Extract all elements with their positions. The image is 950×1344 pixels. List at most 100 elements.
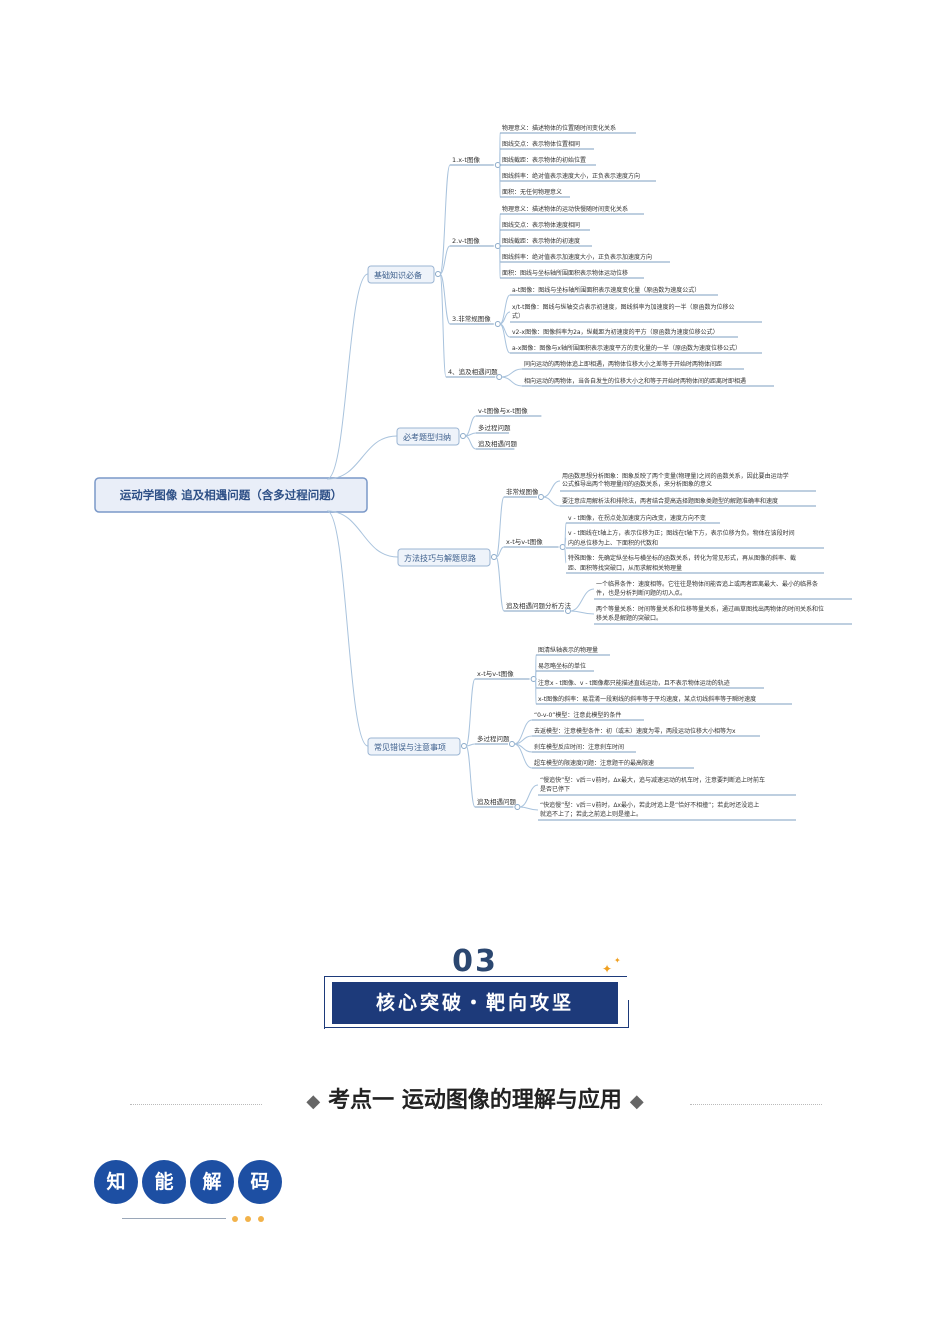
connector-line (513, 743, 533, 769)
collapse-dot (565, 608, 571, 614)
dot-icon (232, 1216, 238, 1222)
leaf-text: 物理意义：描述物体的运动快慢随时间变化关系 (502, 205, 628, 213)
collapse-dot (496, 374, 503, 380)
leaf-text: 用函数思想分析图象：图象反映了两个变量(物理量)之间的函数关系，因此要由运动学 (562, 472, 789, 480)
connector-line (499, 294, 511, 325)
dot-icon (245, 1216, 251, 1222)
leaf-text: 就追不上了；若此之前追上则是撞上。 (540, 810, 642, 818)
subtopic-label: x-t与v-t图像 (506, 537, 543, 546)
leaf-text: 内的总位移为上、下面积的代数和 (568, 539, 658, 547)
collapse-dot (460, 433, 466, 439)
leaf-text: 超车模型的限速度问题：注意题干的最高限速 (534, 759, 654, 767)
subtopic-label: 4、追及相遇问题 (448, 367, 498, 376)
connector-line (495, 496, 505, 558)
connector-line (542, 480, 561, 498)
connector-line (326, 273, 369, 480)
branch-node (396, 427, 460, 446)
collapse-dot (514, 804, 521, 810)
banner-frame-corner (324, 1000, 629, 1028)
subtopic-label: 追及相遇问题 (478, 439, 518, 448)
banner-frame (324, 976, 627, 1029)
collapse-dot (494, 321, 501, 327)
leaf-text: 距、面积等找突破口，从而求解相关物理量 (568, 564, 682, 572)
badge-ma: 码 (238, 1160, 282, 1204)
connector-line (439, 164, 451, 275)
leaf-text: 图线交点：表示物体位置相同 (502, 140, 580, 148)
leaf-text: “快追慢”型：v后＝v前时，Δx最小，若此时追上是“恰好不相撞”；若此时还没追上 (540, 801, 759, 809)
leaf-text: 是否已停下 (540, 785, 570, 793)
collapse-dot (435, 271, 441, 277)
root-node (94, 477, 368, 513)
connector-line (464, 435, 477, 450)
leaf-text: 物理意义：描述物体的位置随时间变化关系 (502, 124, 616, 132)
subtopic-label: 追及相遇问题 (477, 797, 517, 806)
leaf-text: 易忽略坐标的单位 (538, 662, 586, 670)
divider-left (130, 1104, 262, 1105)
subtopic-label: 追及相遇问题分析方法 (506, 601, 572, 610)
subtopic-label: x-t与v-t图像 (477, 669, 514, 678)
leaf-text: 件，也是分析判断问题的切入点。 (596, 589, 686, 597)
collapse-dot (538, 494, 544, 500)
section-number: 03 (452, 944, 498, 979)
leaf-text: 要注意应用解析法和排除法，两者结合提高选择题图象类题型的解题准确率和速度 (562, 497, 778, 505)
leaf-text: a-t图像：图线与坐标轴所围面积表示速度变化量（原函数为速度公式） (512, 286, 700, 294)
dot-icon (258, 1216, 264, 1222)
connector-line (542, 496, 561, 507)
branch-node (367, 265, 435, 284)
leaf-text: x/t-t图像：图线与纵轴交点表示初速度，图线斜率为加速度的一半（原函数为位移公 (512, 303, 734, 311)
leaf-text: 面积：无任何物理意义 (502, 188, 562, 196)
leaf-text: 公式推导出两个物理量间的函数关系，来分析图象的意义 (562, 480, 712, 488)
leaf-text: 图线斜率：绝对值表示加速度大小，正负表示加速度方向 (502, 253, 652, 261)
divider-right (690, 1104, 822, 1105)
connector-line (499, 311, 511, 325)
leaf-text: “0-v-0”模型：注意此模型的条件 (534, 711, 621, 719)
connector-line (465, 743, 476, 747)
leaf-text: 图线交点：表示物体速度相同 (502, 221, 580, 229)
sparkle-icon-small: ✦ (614, 956, 621, 965)
connector-line (569, 588, 595, 612)
leaf-text: 图线截距：表示物体的初始位置 (502, 156, 586, 164)
subtopic-label: 多过程问题 (477, 734, 510, 743)
kaodian-heading: ◆考点一 运动图像的理解与应用◆ (0, 1082, 950, 1114)
branch-label: 必考题型归纳 (403, 432, 451, 442)
connector-line (569, 610, 595, 615)
mindmap: 运动学图像 追及相遇问题（含多过程问题）基础知识必备1.x-t图像物理意义：描述… (94, 124, 852, 821)
connector-line (501, 368, 523, 378)
leaf-text: 一个临界条件：速度相等。它往往是物体间能否追上或两者距离最大、最小的临界条 (596, 580, 818, 588)
connector-line (501, 376, 523, 387)
branch-node (397, 548, 491, 567)
collapse-dot (491, 554, 497, 560)
connector-line (519, 784, 539, 808)
badge-neng: 能 (142, 1160, 186, 1204)
leaf-text: 去返模型：注意模型条件：初（或末）速度为零，两段运动位移大小相等为x (534, 727, 736, 735)
connector-line (564, 546, 567, 564)
connector-line (439, 273, 451, 325)
leaf-text: 面积：图线与坐标轴所围面积表示物体运动位移 (502, 269, 628, 277)
connector-line (495, 556, 505, 612)
leaf-text: v2-x图像：图像斜率为2a，纵截距为初速度的平方（原函数为速度位移公式） (512, 328, 719, 336)
diamond-icon: ◆ (629, 1091, 644, 1112)
badge-underline (122, 1218, 226, 1219)
connector-line (439, 273, 447, 378)
leaf-text: 图线斜率：绝对值表示速度大小，正负表示速度方向 (502, 172, 640, 180)
leaf-text: 刹车模型反应时间：注意刹车时间 (534, 743, 624, 751)
branch-label: 方法技巧与解题思路 (404, 553, 476, 563)
leaf-text: v - t图线在t轴上方，表示位移为正；图线在t轴下方，表示位移为负。物体在该段… (568, 529, 795, 537)
subtopic-label: 3.非常规图像 (452, 314, 491, 323)
leaf-text: 移关系是解题的突破口。 (596, 614, 662, 622)
branch-node (367, 737, 461, 756)
connector-line (326, 435, 398, 480)
leaf-text: 图线截距：表示物体的初速度 (502, 237, 580, 245)
subtopic-label: 非常规图像 (506, 487, 539, 496)
collapse-dot (461, 743, 467, 749)
root-label: 运动学图像 追及相遇问题（含多过程问题） (120, 488, 343, 502)
collapse-dot (509, 741, 515, 747)
diamond-icon: ◆ (306, 1091, 321, 1112)
connector-line (519, 806, 539, 811)
subtopic-label: 1.x-t图像 (452, 155, 480, 164)
connector-line (439, 245, 451, 275)
subtopic-label: v-t图像与x-t图像 (478, 406, 528, 415)
connector-line (326, 510, 369, 747)
section-banner: 核心突破・靶向攻坚 (332, 982, 618, 1024)
connector-line (465, 678, 476, 747)
